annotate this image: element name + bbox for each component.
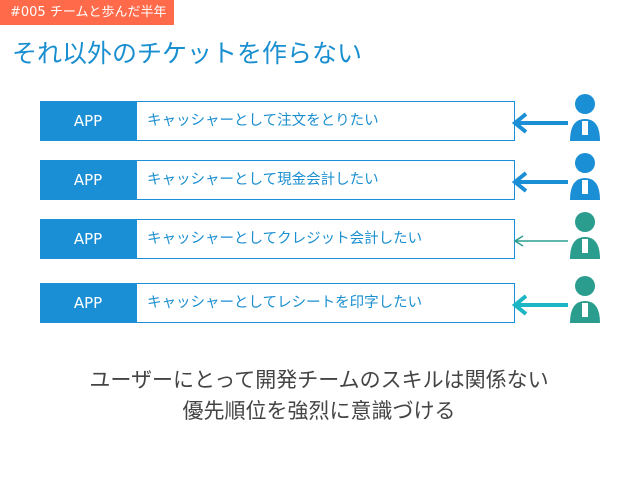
story-row: APP キャッシャーとしてレシートを印字したい xyxy=(40,276,638,323)
person-icon xyxy=(570,212,600,259)
caption-line-1: ユーザーにとって開発チームのスキルは関係ない xyxy=(89,368,549,392)
story-row: APP キャッシャーとして現金会計したい xyxy=(40,153,638,200)
person-icon xyxy=(570,276,600,323)
page-title: それ以外のチケットを作らない xyxy=(12,39,363,68)
story-text: キャッシャーとして現金会計したい xyxy=(136,160,515,200)
arrow-left-icon xyxy=(511,294,568,316)
person-icon xyxy=(570,153,600,200)
arrow-left-icon xyxy=(511,171,568,193)
caption-line-2: 優先順位を強烈に意識づける xyxy=(182,399,456,423)
app-label: APP xyxy=(40,219,136,259)
section-tag: #005 チームと歩んだ半年 xyxy=(0,0,175,25)
app-label: APP xyxy=(40,283,136,323)
story-text: キャッシャーとしてクレジット会計したい xyxy=(136,219,515,259)
story-row: APP キャッシャーとしてクレジット会計したい xyxy=(40,212,638,259)
story-text: キャッシャーとして注文をとりたい xyxy=(136,101,515,141)
person-icon xyxy=(570,94,600,141)
story-row: APP キャッシャーとして注文をとりたい xyxy=(40,94,638,141)
app-label: APP xyxy=(40,160,136,200)
arrow-left-icon xyxy=(511,112,568,134)
app-label: APP xyxy=(40,101,136,141)
arrow-left-icon xyxy=(513,235,568,247)
story-text: キャッシャーとしてレシートを印字したい xyxy=(136,283,515,323)
